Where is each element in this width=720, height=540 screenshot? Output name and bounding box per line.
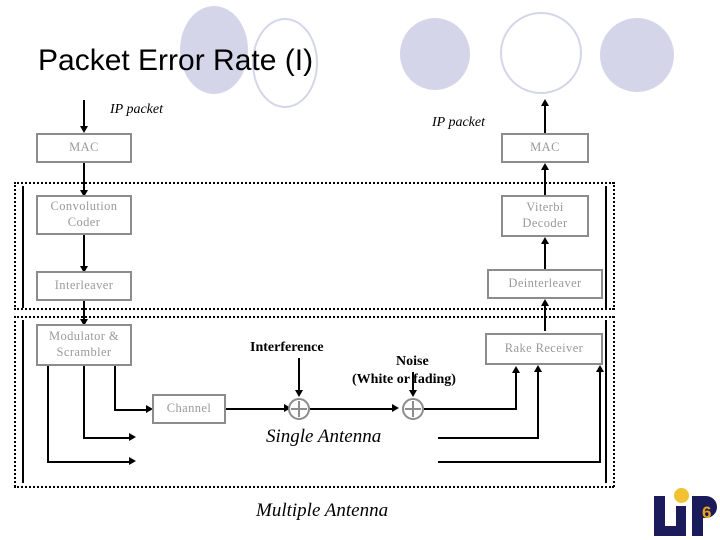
rx-block-mac[interactable]: MAC — [501, 133, 589, 163]
mod-branch2-arrow — [129, 433, 136, 441]
noise-sub-label: (White or fading) — [352, 372, 456, 387]
rx-mac-to-ip-arrow — [541, 99, 549, 106]
tx-ip-to-mac-line — [83, 100, 85, 128]
tx-conv-to-interleaver-arrow — [80, 266, 88, 273]
rx-block-viterbi-decoder-label-line1: Viterbi — [526, 200, 564, 215]
mod-branch2-vline — [83, 366, 85, 438]
sum2-to-rake-vline — [515, 372, 517, 410]
mod-branch3-vline — [47, 366, 49, 462]
rx-deint-to-viterbi-line — [544, 241, 546, 269]
tx-interleaver-to-mod-line — [83, 301, 85, 321]
sum1-to-sum2-arrow — [392, 404, 399, 412]
tx-mac-to-conv-arrow — [80, 190, 88, 197]
noise-label: Noise — [396, 354, 429, 369]
tx-block-modulator-scrambler-label-line1: Modulator & — [48, 329, 120, 344]
mod-branch3-hline — [47, 461, 133, 463]
mod-to-channel-hline — [114, 409, 150, 411]
rx-block-viterbi-decoder-label-line2: Decoder — [522, 216, 568, 230]
logo-letter-l-foot — [654, 526, 680, 536]
mod-to-channel-arrow — [146, 405, 153, 413]
right-outer-rail-upper — [605, 186, 607, 308]
rx-rake-to-deint-line — [544, 303, 546, 331]
tx-block-interleaver[interactable]: Interleaver — [36, 271, 132, 301]
logo-letter-l-stem — [654, 496, 665, 536]
channel-block[interactable]: Channel — [152, 394, 226, 424]
mod-branch3-arrow — [129, 457, 136, 465]
multiple-antenna-label: Multiple Antenna — [256, 500, 389, 521]
interference-label: Interference — [250, 340, 324, 355]
rx-block-viterbi-decoder[interactable]: Viterbi Decoder — [501, 195, 589, 237]
rx-ip-packet-label: IP packet — [432, 115, 485, 130]
rake-input3-arrow — [596, 365, 604, 372]
channel-to-sum1-line — [226, 408, 288, 410]
page-number: 6 — [702, 503, 712, 522]
single-antenna-label: Single Antenna — [266, 426, 382, 447]
sum2-to-rake-hline — [424, 408, 517, 410]
rx-viterbi-to-mac-line — [544, 167, 546, 196]
logo-letter-i-stem — [676, 506, 686, 536]
lip-logo: 6 — [652, 486, 720, 540]
section-divider-top — [14, 182, 614, 184]
rx-deint-to-viterbi-arrow — [541, 237, 549, 244]
noise-input-line — [412, 372, 414, 392]
rake-input2-hline — [438, 437, 539, 439]
sum2-to-rake-arrow — [512, 366, 520, 373]
rake-input2-vline — [537, 371, 539, 439]
section-divider-right-upper — [613, 182, 615, 310]
tx-ip-to-mac-arrow — [80, 126, 88, 133]
sum1-to-sum2-line — [310, 408, 394, 410]
logo-letter-p-bowl — [697, 496, 717, 518]
decorative-circle-filled-1 — [180, 6, 248, 94]
rx-block-rake-receiver-label: Rake Receiver — [504, 341, 584, 356]
interference-input-line — [298, 358, 300, 392]
tx-conv-to-interleaver-line — [83, 235, 85, 268]
right-outer-rail-lower — [605, 320, 607, 483]
rx-mac-to-ip-line — [544, 103, 546, 133]
rx-viterbi-to-mac-arrow — [541, 163, 549, 170]
channel-to-sum1-arrow — [284, 404, 291, 412]
page-title: Packet Error Rate (I) — [38, 44, 314, 77]
tx-ip-packet-label: IP packet — [110, 102, 163, 117]
tx-block-convolution-coder[interactable]: Convolution Coder — [36, 195, 132, 235]
decorative-circle-filled-3 — [600, 18, 674, 92]
decorative-circle-filled-2 — [400, 18, 470, 90]
left-outer-rail-lower — [22, 320, 24, 483]
section-divider-left-upper — [14, 182, 16, 310]
tx-block-convolution-coder-label-line2: Coder — [67, 215, 101, 229]
rx-block-deinterleaver[interactable]: Deinterleaver — [487, 269, 603, 299]
summing-junction-interference[interactable] — [288, 398, 310, 420]
section-divider-mid-upper — [14, 308, 614, 310]
decorative-circle-outline-2 — [500, 12, 582, 94]
tx-block-mac[interactable]: MAC — [36, 133, 132, 163]
rake-input3-hline — [438, 461, 601, 463]
tx-block-modulator-scrambler[interactable]: Modulator & Scrambler — [36, 324, 132, 366]
mod-to-channel-vline — [114, 366, 116, 409]
rx-block-rake-receiver[interactable]: Rake Receiver — [485, 333, 603, 365]
logo-letter-i-dot — [674, 488, 689, 503]
section-divider-right-lower — [613, 316, 615, 487]
interference-input-arrow — [295, 390, 303, 397]
rx-block-mac-label: MAC — [530, 140, 560, 155]
rx-block-deinterleaver-label: Deinterleaver — [508, 276, 582, 291]
tx-interleaver-to-mod-arrow — [80, 319, 88, 326]
left-outer-rail-upper — [22, 186, 24, 308]
tx-block-mac-label: MAC — [69, 140, 99, 155]
rake-input3-vline — [599, 371, 601, 463]
channel-block-label: Channel — [166, 401, 212, 416]
decorative-circle-outline-1 — [252, 18, 318, 108]
section-divider-mid-lower — [14, 316, 614, 318]
tx-block-interleaver-label: Interleaver — [54, 278, 114, 293]
section-divider-bottom — [14, 486, 614, 488]
tx-mac-to-conv-line — [83, 163, 85, 192]
rake-input2-arrow — [534, 365, 542, 372]
summing-junction-noise[interactable] — [402, 398, 424, 420]
noise-input-arrow — [409, 390, 417, 397]
tx-block-convolution-coder-label-line1: Convolution — [50, 199, 118, 214]
rx-rake-to-deint-arrow — [541, 299, 549, 306]
mod-branch2-hline — [83, 437, 133, 439]
section-divider-left-lower — [14, 316, 16, 487]
tx-block-modulator-scrambler-label-line2: Scrambler — [56, 345, 112, 359]
